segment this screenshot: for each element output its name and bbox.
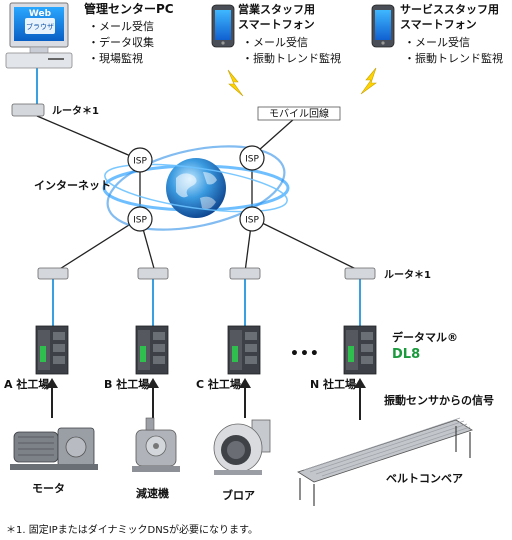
- machine-blower-label: ブロア: [222, 488, 255, 502]
- router-right-label: ルータ＊1: [384, 269, 431, 281]
- machine-conveyor-label: ベルトコンベア: [386, 472, 463, 485]
- signal-arrows: [46, 378, 366, 420]
- blower-icon: [213, 419, 271, 475]
- router-icon: [344, 267, 376, 280]
- machine-reducer-label: 減速機: [136, 486, 169, 500]
- factory-n-label: N 社工場: [310, 377, 356, 391]
- isp-node: ISP: [239, 145, 265, 171]
- internet-globe-icon: [102, 145, 290, 231]
- svg-text:ISP: ISP: [133, 157, 147, 167]
- smartphone-icon: [371, 4, 395, 48]
- router-icon: [137, 267, 169, 280]
- phone-service-title-line1: サービススタッフ用: [400, 2, 499, 16]
- signal-label: 振動センサからの信号: [384, 393, 494, 407]
- data-logger-icon: [227, 325, 261, 375]
- data-logger-icon: [343, 325, 377, 375]
- isp-node: ISP: [127, 147, 153, 173]
- datamaru-model: DL8: [392, 347, 420, 362]
- phone-sales-item-mail: ・メール受信: [242, 36, 308, 49]
- pc-item-data: ・データ収集: [88, 35, 154, 49]
- data-logger-icon: [135, 325, 169, 375]
- factory-a-label: A 社工場: [4, 377, 49, 391]
- lightning-icon: [227, 69, 244, 97]
- belt-conveyor-icon: [297, 417, 473, 506]
- phone-service-item-trend: ・振動トレンド監視: [404, 51, 503, 65]
- mobile-line-label: モバイル回線: [269, 107, 329, 120]
- phone-service-title-line2: スマートフォン: [400, 18, 477, 31]
- ellipsis: •••: [290, 346, 320, 362]
- phone-service-item-mail: ・メール受信: [404, 36, 470, 49]
- data-logger-icon: [35, 325, 69, 375]
- router-icon: [229, 267, 261, 280]
- lightning-icon: [360, 67, 377, 95]
- datamaru-name: データマル®: [392, 330, 458, 344]
- factory-c-label: C 社工場: [196, 377, 241, 391]
- footnote: ＊1. 固定IPまたはダイナミックDNSが必要になります。: [6, 523, 258, 536]
- pc-item-monitor: ・現場監視: [88, 51, 143, 65]
- pc-icon: Web ブラウザ: [5, 2, 73, 69]
- pc-title: 管理センターPC: [84, 1, 174, 16]
- smartphone-icon: [211, 4, 235, 48]
- router-top-label: ルータ＊1: [52, 105, 99, 117]
- machine-motor-label: モータ: [32, 482, 65, 495]
- pc-item-mail: ・メール受信: [88, 20, 154, 33]
- factory-b-label: B 社工場: [104, 377, 149, 391]
- isp-node: ISP: [127, 206, 153, 232]
- svg-text:ISP: ISP: [245, 155, 259, 165]
- pc-screen-title: Web: [29, 9, 52, 19]
- pc-screen-subtitle: ブラウザ: [26, 22, 54, 31]
- router-icon: [37, 267, 69, 280]
- phone-sales-title-line1: 営業スタッフ用: [238, 2, 315, 16]
- router-icon: [11, 103, 45, 117]
- isp-node: ISP: [239, 206, 265, 232]
- internet-label: インターネット: [34, 179, 111, 192]
- phone-sales-title-line2: スマートフォン: [238, 18, 315, 31]
- reducer-icon: [132, 417, 180, 472]
- mobile-line-box: [257, 106, 341, 121]
- svg-text:ISP: ISP: [133, 216, 147, 226]
- svg-text:ISP: ISP: [245, 216, 259, 226]
- phone-sales-item-trend: ・振動トレンド監視: [242, 51, 341, 65]
- ethernet-cables: [36, 68, 361, 326]
- motor-icon: [10, 427, 98, 470]
